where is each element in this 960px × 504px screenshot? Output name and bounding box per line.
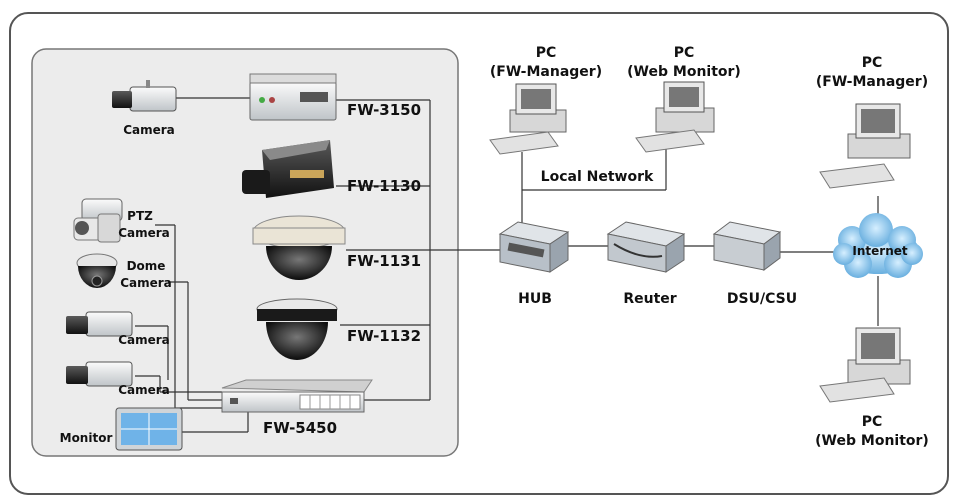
pc2-label-line1: PC <box>674 45 695 61</box>
monitor-icon <box>115 407 183 451</box>
router-icon <box>606 221 686 273</box>
camera-low-label: Camera <box>118 383 170 397</box>
pc1-label-line2: (FW-Manager) <box>490 64 602 80</box>
dsu-csu-icon <box>712 221 782 271</box>
pc-icon <box>819 327 911 403</box>
fw3150-device-icon <box>249 73 337 121</box>
dsu-csu-label: DSU/CSU <box>727 291 797 307</box>
pc2-label-line2: (Web Monitor) <box>627 64 741 80</box>
pc4-label-line1: PC <box>862 414 883 430</box>
fw1131-dome-camera-icon <box>252 215 346 280</box>
dome-camera-icon <box>76 253 118 288</box>
camera-icon <box>66 361 133 387</box>
hub-label: HUB <box>518 291 552 307</box>
router-label: Reuter <box>623 291 676 307</box>
ptz-label-line2: Camera <box>118 226 170 240</box>
fw1130-camera-icon <box>242 140 334 198</box>
fw3150-label: FW-3150 <box>347 101 421 119</box>
fw1131-label: FW-1131 <box>347 252 421 270</box>
hub-icon <box>498 221 570 273</box>
camera-mid-label: Camera <box>118 333 170 347</box>
camera-icon <box>112 80 177 112</box>
pc4-label-line2: (Web Monitor) <box>815 433 929 449</box>
dome-label-line2: Camera <box>120 276 172 290</box>
pc1-label-line1: PC <box>536 45 557 61</box>
internet-label: Internet <box>852 244 907 258</box>
device-panel <box>31 48 459 457</box>
internet-cloud-icon <box>833 213 923 278</box>
pc-icon <box>819 103 911 189</box>
camera-top-label: Camera <box>123 123 175 137</box>
pc-icon <box>635 81 715 153</box>
fw5450-device-icon <box>221 379 373 413</box>
monitor-label: Monitor <box>60 431 113 445</box>
ptz-camera-icon <box>73 198 123 243</box>
camera-icon <box>66 311 133 337</box>
pc3-label-line2: (FW-Manager) <box>816 74 928 90</box>
connection-lines <box>135 97 879 433</box>
local-network-label: Local Network <box>541 169 654 185</box>
fw1132-label: FW-1132 <box>347 327 421 345</box>
dome-label-line1: Dome <box>127 259 166 273</box>
pc3-label-line1: PC <box>862 55 883 71</box>
fw1132-dome-camera-icon <box>256 298 338 360</box>
pc-icon <box>489 83 567 155</box>
ptz-label-line1: PTZ <box>127 209 153 223</box>
fw5450-label: FW-5450 <box>263 419 337 437</box>
fw1130-label: FW-1130 <box>347 177 421 195</box>
